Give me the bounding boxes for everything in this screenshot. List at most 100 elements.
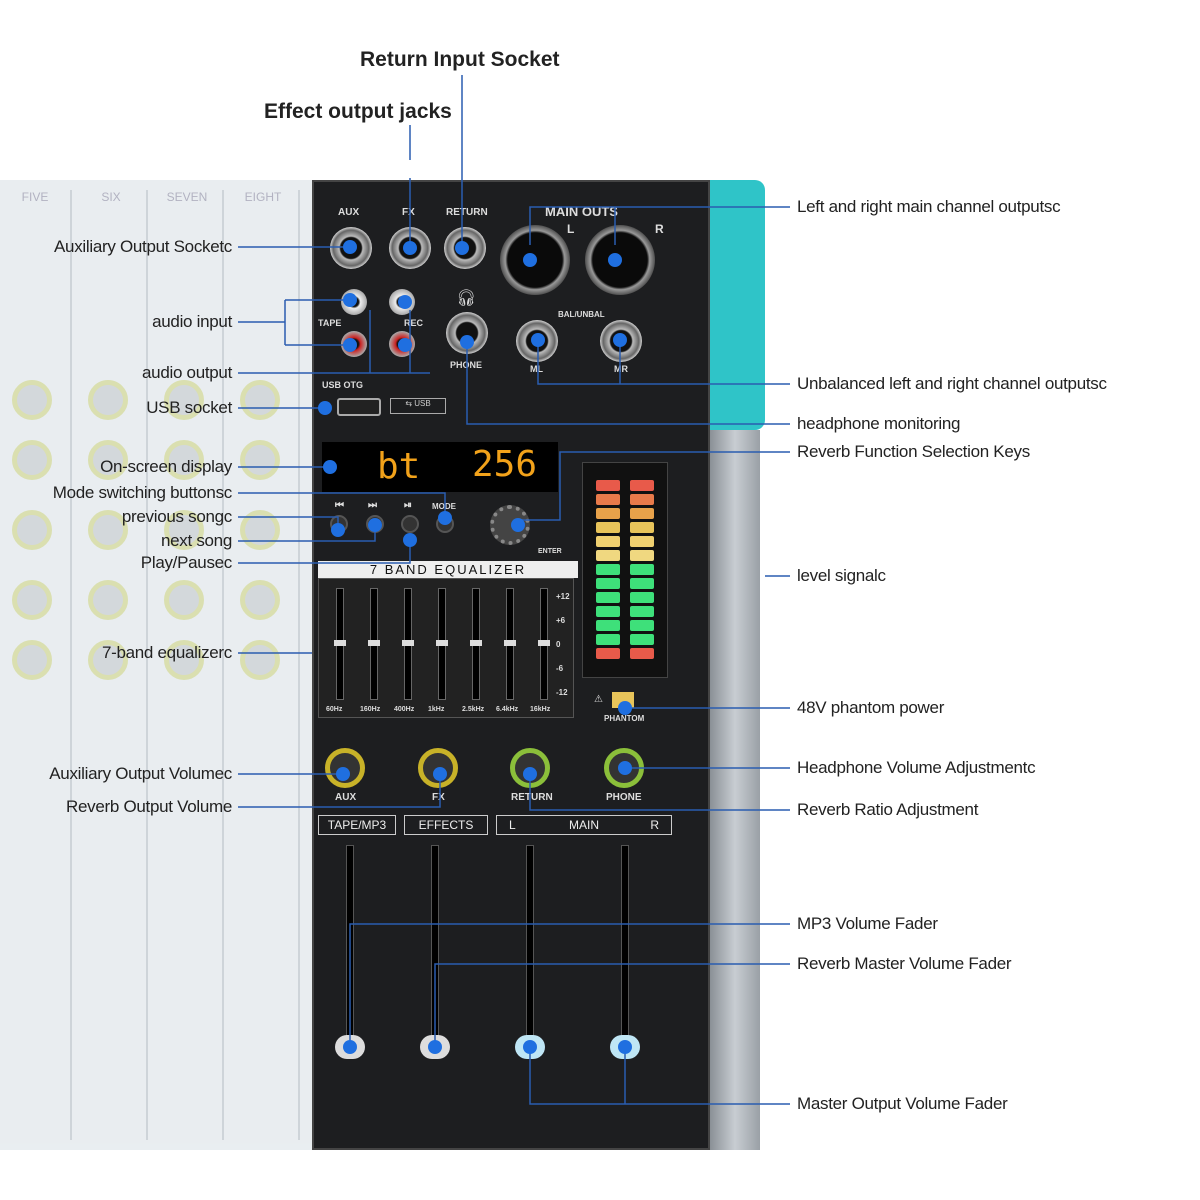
ml-label: ML — [530, 364, 543, 374]
section-effects: EFFECTS — [404, 815, 488, 835]
section-tape-mp3: TAPE/MP3 — [318, 815, 396, 835]
level-led — [630, 634, 654, 645]
callout-label-right: Reverb Ratio Adjustment — [797, 800, 979, 819]
return-jack-label: RETURN — [446, 207, 488, 218]
phantom-label: PHANTOM — [604, 714, 645, 723]
ghost-channel: EIGHT — [228, 190, 300, 1140]
eq-freq-label: 160Hz — [360, 706, 381, 713]
eq-slider-handle[interactable] — [368, 640, 380, 646]
level-led — [630, 620, 654, 631]
main-label: MAIN — [569, 818, 599, 832]
ghost-channel-label: FIVE — [21, 190, 49, 204]
level-led — [630, 606, 654, 617]
callout-label-left: Auxiliary Output Socketc — [54, 237, 232, 256]
eq-slider-handle[interactable] — [538, 640, 550, 646]
eq-scale-label: 0 — [556, 640, 561, 649]
mode-label: MODE — [432, 502, 456, 511]
side-panel-gray — [710, 430, 760, 1150]
ghost-channel: FIVE — [0, 190, 72, 1140]
on-screen-display: bt 256 — [322, 442, 558, 492]
callout-label-left: Reverb Output Volume — [66, 797, 232, 816]
background-mixer-channels: FIVE SIX SEVEN EIGHT — [0, 180, 312, 1150]
usb-socket[interactable] — [337, 398, 381, 416]
level-led — [630, 592, 654, 603]
eq-slider-handle[interactable] — [402, 640, 414, 646]
callout-label-left: Auxiliary Output Volumec — [49, 764, 232, 783]
knob-label-phone: PHONE — [606, 792, 642, 803]
label-return-input-socket: Return Input Socket — [360, 48, 560, 71]
eq-slider-handle[interactable] — [470, 640, 482, 646]
level-led — [596, 648, 620, 659]
level-led — [596, 634, 620, 645]
knob-label-return: RETURN — [511, 792, 553, 803]
usb-otg-label: USB OTG — [322, 380, 364, 390]
play-pause-icon: ⏯ — [404, 500, 412, 511]
level-led — [596, 494, 620, 505]
eq-slider-handle[interactable] — [504, 640, 516, 646]
eq-freq-label: 60Hz — [326, 706, 343, 713]
fx-jack-label: FX — [402, 207, 415, 218]
next-icon: ⏭ — [368, 500, 377, 511]
callout-label-left: Mode switching buttonsc — [52, 483, 233, 502]
level-led — [596, 480, 620, 491]
callout-label-left: audio input — [152, 312, 232, 331]
callout-label-left: next song — [160, 531, 232, 550]
level-led — [596, 550, 620, 561]
eq-slider-handle[interactable] — [334, 640, 346, 646]
main-l: L — [509, 818, 516, 832]
eq-slider-handle[interactable] — [436, 640, 448, 646]
eq-scale-label: -6 — [556, 664, 564, 673]
callout-label-left: On-screen display — [100, 457, 232, 476]
ghost-channel: SEVEN — [152, 190, 224, 1140]
level-led — [596, 522, 620, 533]
level-led — [630, 550, 654, 561]
level-led — [596, 536, 620, 547]
callout-label-left: previous songc — [121, 507, 232, 526]
display-mode: bt — [377, 446, 421, 487]
eq-freq-label: 1kHz — [428, 706, 445, 713]
usb-logo-icon: ⇆ USB — [390, 398, 446, 414]
callout-label-right: headphone monitoring — [797, 414, 961, 433]
main-l-label: L — [567, 222, 575, 236]
rec-label: REC — [404, 318, 424, 328]
display-value: 256 — [472, 444, 538, 485]
bal-unbal-label: BAL/UNBAL — [558, 310, 605, 319]
callout-label-right: MP3 Volume Fader — [797, 914, 938, 933]
seven-band-equalizer — [318, 578, 574, 718]
fx-volume-knob[interactable] — [418, 748, 458, 788]
knob-label-aux: AUX — [335, 792, 357, 803]
level-led — [596, 606, 620, 617]
ghost-channel-label: SIX — [101, 190, 121, 204]
section-main: L MAIN R — [496, 815, 672, 835]
knob-label-fx: FX — [432, 792, 445, 803]
eq-freq-label: 6.4kHz — [496, 706, 519, 713]
level-led — [630, 536, 654, 547]
play-pause-button[interactable] — [401, 515, 419, 533]
label-effect-output-jacks: Effect output jacks — [264, 100, 452, 123]
level-led — [630, 564, 654, 575]
level-led — [630, 494, 654, 505]
level-led — [596, 620, 620, 631]
aux-jack-label: AUX — [338, 207, 360, 218]
level-led — [630, 578, 654, 589]
level-led — [630, 480, 654, 491]
level-led — [630, 508, 654, 519]
callout-label-right: Unbalanced left and right channel output… — [797, 374, 1107, 393]
callout-label-left: USB socket — [146, 398, 232, 417]
eq-scale-label: +6 — [556, 616, 566, 625]
callout-label-left: audio output — [142, 363, 232, 382]
callout-label-right: Reverb Master Volume Fader — [797, 954, 1012, 973]
eq-scale-label: +12 — [556, 592, 570, 601]
eq-freq-label: 400Hz — [394, 706, 415, 713]
level-led — [596, 508, 620, 519]
mr-label: MR — [614, 364, 628, 374]
callout-label-right: Master Output Volume Fader — [797, 1094, 1008, 1113]
ghost-channel-label: EIGHT — [244, 190, 282, 204]
ghost-channel: SIX — [76, 190, 148, 1140]
main-r: R — [650, 818, 659, 832]
eq-freq-label: 16kHz — [530, 706, 551, 713]
main-r-label: R — [655, 222, 664, 236]
enter-label: ENTER — [538, 548, 562, 555]
level-led — [596, 564, 620, 575]
